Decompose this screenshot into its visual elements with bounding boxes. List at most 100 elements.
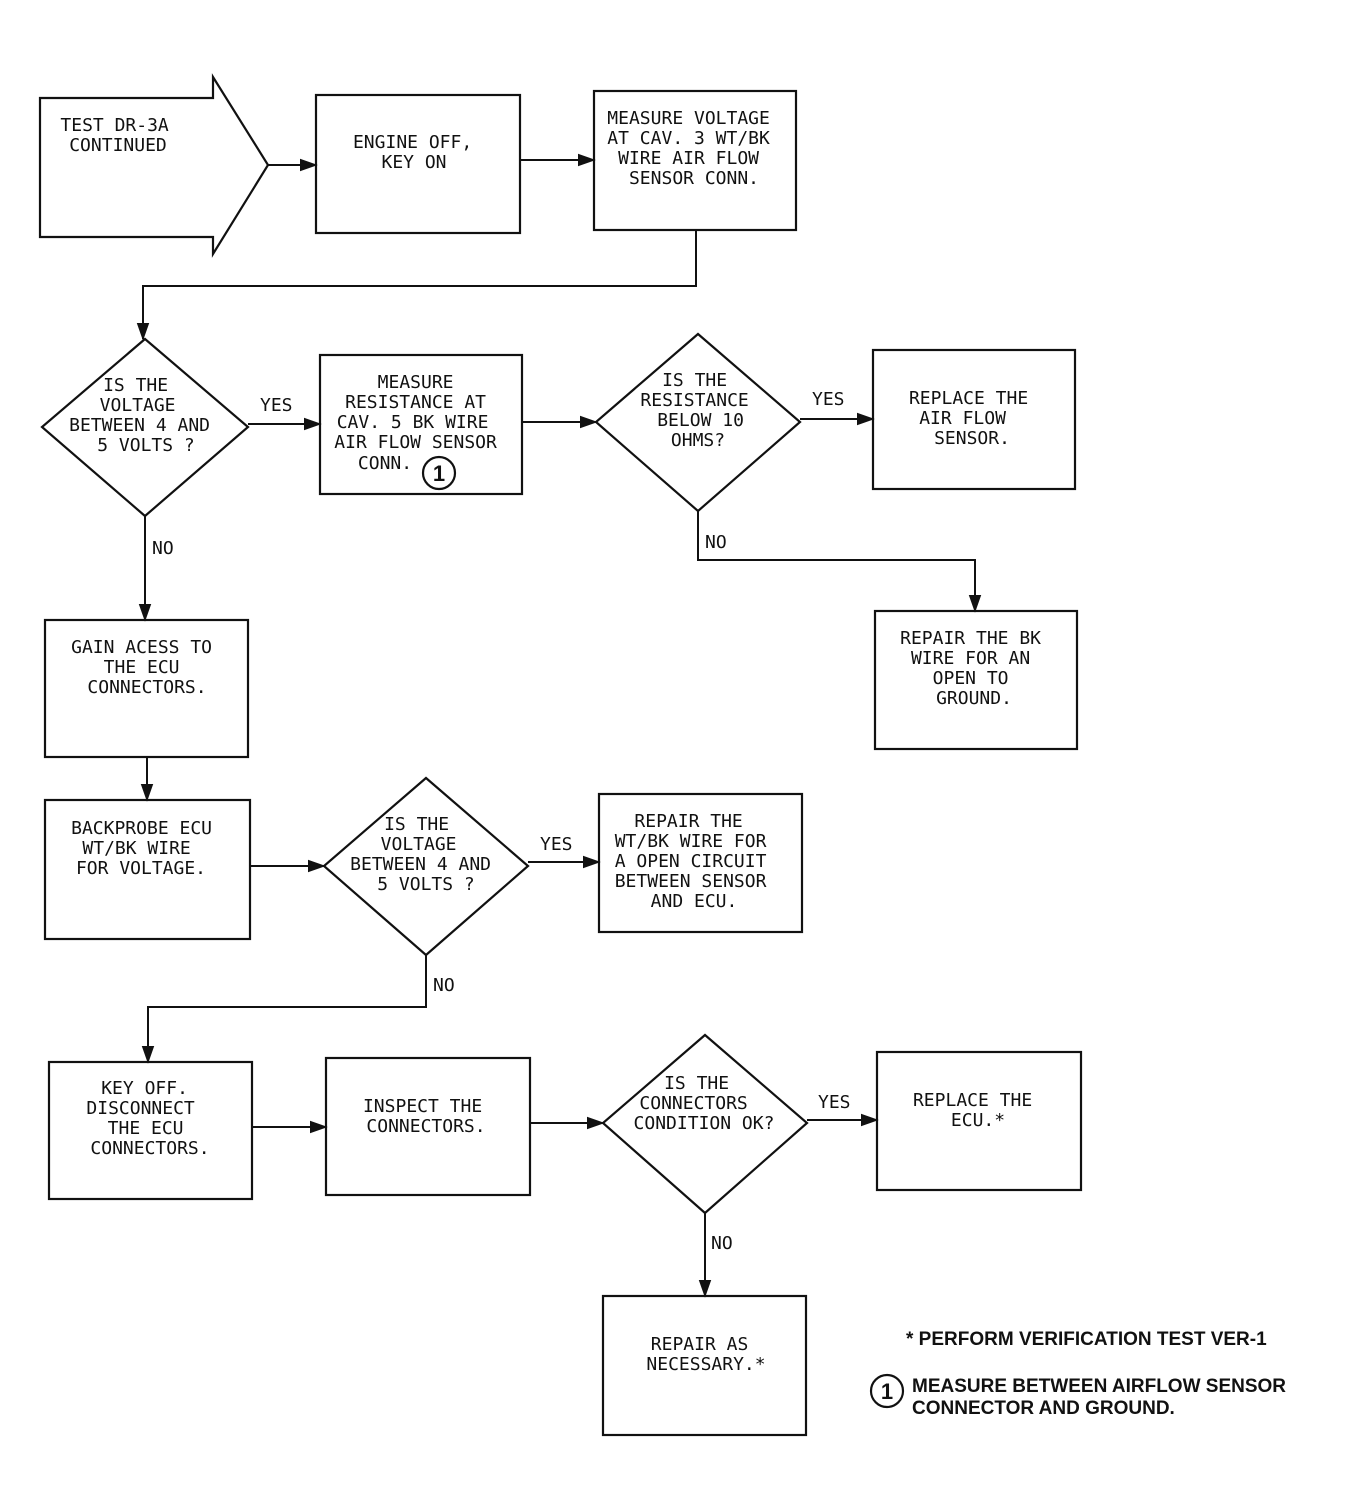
repair-bk-text: REPAIR THE BK WIRE FOR AN OPEN TO GROUND… [900, 628, 1052, 709]
no-label: NO [152, 538, 174, 559]
inspect-text: INSPECT THE CONNECTORS. [363, 1096, 493, 1137]
node-text-line: A OPEN CIRCUIT [615, 851, 767, 872]
node-text-line: IS THE [662, 370, 727, 391]
inspect-box [324, 1056, 532, 1197]
callout-legend: 1 MEASURE BETWEEN AIRFLOW SENSOR CONNECT… [869, 1373, 1286, 1419]
node-text-line: KEY ON [381, 152, 446, 173]
node-text-line: MEASURE VOLTAGE [607, 108, 770, 129]
node-text-line: SENSOR. [934, 428, 1010, 449]
callout-marker-circle [421, 455, 457, 491]
node-text-line: 5 VOLTS ? [377, 874, 475, 895]
repair-bk-box [873, 609, 1079, 751]
node-text-line: BELOW 10 [657, 410, 744, 431]
node-text-line: REPLACE THE [913, 1090, 1032, 1111]
node-text-line: CONNECTORS. [87, 677, 206, 698]
node-text-line: AND ECU. [651, 891, 738, 912]
node-text-line: FOR VOLTAGE. [76, 858, 206, 879]
node-text-line: REPLACE THE [909, 388, 1028, 409]
repair-necessary-text: REPAIR AS NECESSARY.* [646, 1334, 765, 1375]
node-text-line: THE ECU [104, 657, 180, 678]
engine-off-text: ENGINE OFF, KEY ON [353, 132, 483, 173]
replace-ecu-box [875, 1050, 1083, 1192]
start-text: TEST DR-3A CONTINUED [60, 115, 179, 156]
connector-no-repair-bk [697, 511, 982, 613]
node-text-line: WT/BK WIRE FOR [615, 831, 767, 852]
gain-access-text: GAIN ACESS TO THE ECU CONNECTORS. [71, 637, 223, 698]
start-arrow-shape [38, 73, 270, 258]
connector-no-key-off [141, 955, 427, 1064]
node-text-line: RESISTANCE [640, 390, 748, 411]
node-text-line: AIR FLOW SENSOR [334, 432, 497, 453]
node-text-line: CONN. [358, 453, 412, 474]
replace-sensor-text: REPLACE THE AIR FLOW SENSOR. [909, 388, 1039, 449]
yes-label: YES [540, 834, 573, 855]
node-text-line: WIRE FOR AN [911, 648, 1030, 669]
no-label: NO [705, 532, 727, 553]
node-text-line: REPAIR THE BK [900, 628, 1041, 649]
repair-necessary-box [601, 1294, 808, 1437]
node-text-line: KEY OFF. [101, 1078, 188, 1099]
node-text-line: OPEN TO [933, 668, 1009, 689]
backprobe-text: BACKPROBE ECU WT/BK WIRE FOR VOLTAGE. [71, 818, 223, 879]
key-off-box [47, 1060, 254, 1201]
backprobe-box [43, 798, 252, 941]
repair-wtbk-box [597, 792, 804, 934]
key-off-text: KEY OFF. DISCONNECT THE ECU CONNECTORS. [86, 1078, 209, 1159]
node-text-line: TEST DR-3A [60, 115, 169, 136]
node-text-line: CONNECTORS [639, 1093, 747, 1114]
node-text-line: ECU.* [951, 1110, 1005, 1131]
connector-measure-voltage-check [136, 230, 697, 341]
callout-legend-number: 1 [881, 1379, 893, 1404]
node-text-line: AIR FLOW [919, 408, 1006, 429]
node-text-line: VOLTAGE [100, 395, 176, 416]
node-text-line: REPAIR THE [634, 811, 742, 832]
node-text-line: AT CAV. 3 WT/BK [607, 128, 770, 149]
callout-marker-in-box: 1 [421, 455, 457, 491]
verification-note: * PERFORM VERIFICATION TEST VER-1 [906, 1329, 1267, 1350]
node-text-line: RESISTANCE AT [345, 392, 486, 413]
node-text-line: OHMS? [671, 430, 725, 451]
node-text-line: REPAIR AS [651, 1334, 749, 1355]
node-text-line: VOLTAGE [381, 834, 457, 855]
callout-marker-number: 1 [433, 461, 445, 486]
repair-wtbk-text: REPAIR THE WT/BK WIRE FOR A OPEN CIRCUIT… [615, 811, 778, 912]
node-text-line: THE ECU [108, 1118, 184, 1139]
callout-note-line1: MEASURE BETWEEN AIRFLOW SENSOR [912, 1376, 1286, 1397]
replace-ecu-text: REPLACE THE ECU.* [913, 1090, 1043, 1131]
node-text-line: CONTINUED [69, 135, 167, 156]
yes-label: YES [812, 389, 845, 410]
yes-label: YES [260, 395, 293, 416]
resistance-check-text: IS THE RESISTANCE BELOW 10 OHMS? [640, 370, 759, 451]
measure-voltage-text: MEASURE VOLTAGE AT CAV. 3 WT/BK WIRE AIR… [607, 108, 780, 189]
node-text-line: IS THE [664, 1073, 729, 1094]
node-text-line: WT/BK WIRE [82, 838, 190, 859]
node-text-line: BACKPROBE ECU [71, 818, 212, 839]
engine-off-box [314, 93, 522, 235]
node-text-line: CONDITION OK? [634, 1113, 775, 1134]
node-text-line: GAIN ACESS TO [71, 637, 212, 658]
node-text-line: GROUND. [936, 688, 1012, 709]
node-text-line: NECESSARY.* [646, 1354, 765, 1375]
node-text-line: MEASURE [378, 372, 454, 393]
node-text-line: INSPECT THE [363, 1096, 482, 1117]
node-text-line: BETWEEN SENSOR [615, 871, 767, 892]
callout-note-line2: CONNECTOR AND GROUND. [912, 1398, 1175, 1419]
node-text-line: ENGINE OFF, [353, 132, 472, 153]
measure-voltage-box [592, 89, 798, 232]
node-text-line: IS THE [384, 814, 449, 835]
node-text-line: CONNECTORS. [366, 1116, 485, 1137]
gain-access-box [43, 618, 250, 759]
connectors-check-text: IS THE CONNECTORS CONDITION OK? [634, 1073, 775, 1134]
node-text-line: BETWEEN 4 AND [69, 415, 210, 436]
voltage-check-2-text: IS THE VOLTAGE BETWEEN 4 AND 5 VOLTS ? [350, 814, 502, 895]
node-text-line: CAV. 5 BK WIRE [337, 412, 489, 433]
node-text-line: BETWEEN 4 AND [350, 854, 491, 875]
node-text-line: CONNECTORS. [90, 1138, 209, 1159]
node-text-line: SENSOR CONN. [629, 168, 759, 189]
node-text-line: WIRE AIR FLOW [618, 148, 759, 169]
callout-legend-circle [869, 1373, 905, 1409]
no-label: NO [433, 975, 455, 996]
voltage-check-1-text: IS THE VOLTAGE BETWEEN 4 AND 5 VOLTS ? [69, 375, 221, 456]
measure-resistance-text: MEASURE RESISTANCE AT CAV. 5 BK WIRE AIR… [334, 372, 507, 474]
yes-label: YES [818, 1092, 851, 1113]
